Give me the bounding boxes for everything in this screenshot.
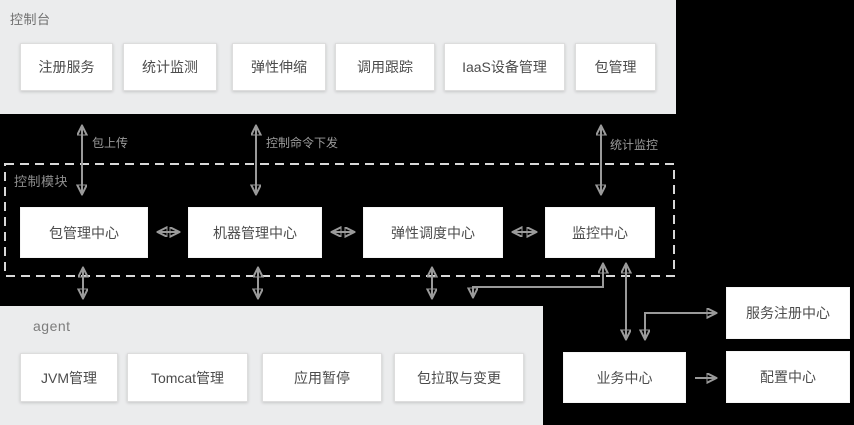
console-box-call-trace: 调用跟踪 — [335, 43, 435, 91]
flow-label-package-upload: 包上传 — [92, 136, 129, 150]
agent-box-package-pull: 包拉取与变更 — [394, 353, 524, 402]
module-box-monitor-center: 监控中心 — [545, 207, 655, 258]
console-box-iaas-device: IaaS设备管理 — [444, 43, 565, 91]
agent-box-app-pause: 应用暂停 — [262, 353, 382, 402]
agent-panel-title: agent — [33, 318, 71, 334]
module-box-elastic-scheduler-center: 弹性调度中心 — [363, 207, 503, 258]
module-box-package-center: 包管理中心 — [20, 207, 148, 258]
console-box-stats-watch: 统计监测 — [123, 43, 217, 91]
service-box-business-center: 业务中心 — [563, 352, 686, 403]
agent-box-jvm: JVM管理 — [20, 353, 118, 402]
arrow-business-registry-elbow — [645, 313, 715, 338]
console-box-register-service: 注册服务 — [20, 43, 113, 91]
flow-label-command-dispatch: 控制命令下发 — [266, 136, 339, 150]
console-panel-title: 控制台 — [10, 12, 51, 27]
console-box-package-mgmt: 包管理 — [575, 43, 656, 91]
module-box-machine-center: 机器管理中心 — [188, 207, 322, 258]
arrow-agent-monitor-elbow — [473, 265, 603, 296]
console-box-elastic-scale: 弹性伸缩 — [232, 43, 326, 91]
flow-label-stats-monitor: 统计监控 — [610, 138, 659, 152]
agent-box-tomcat: Tomcat管理 — [127, 353, 248, 402]
control-module-title: 控制模块 — [14, 174, 69, 189]
service-box-registry-center: 服务注册中心 — [726, 287, 850, 339]
service-box-config-center: 配置中心 — [726, 351, 850, 403]
